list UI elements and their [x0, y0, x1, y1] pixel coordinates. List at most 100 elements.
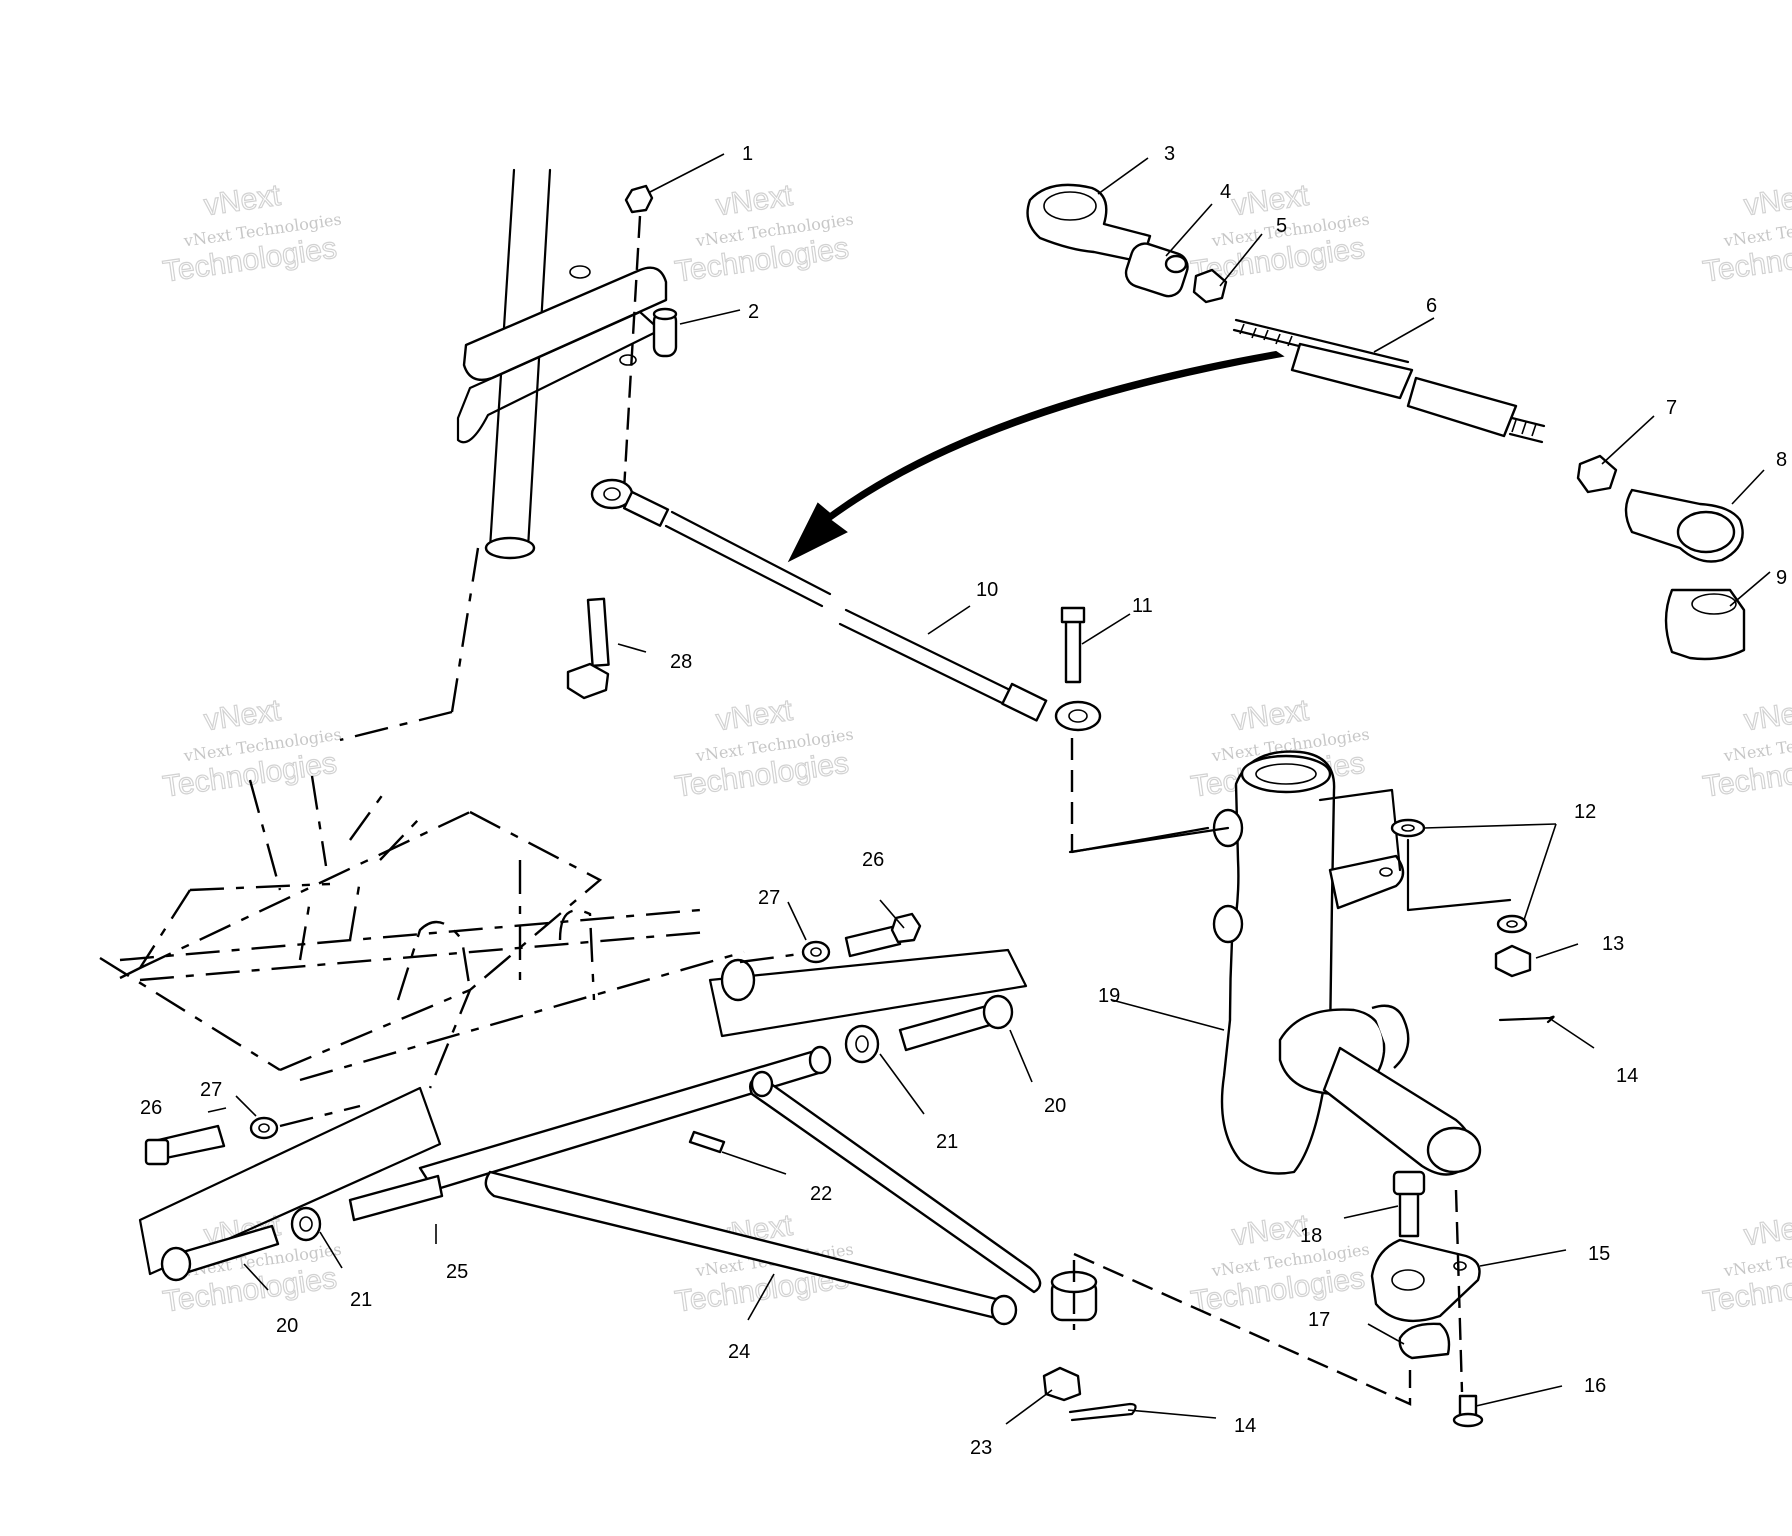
watermark-tile: vNext vNext Technologies Technologies: [160, 693, 342, 804]
part-9-bushing: [1664, 588, 1746, 661]
svg-text:vNext: vNext: [202, 694, 283, 737]
watermark-tile: vNext vNext Technologies Technologies: [672, 178, 854, 289]
svg-text:vNext: vNext: [1230, 179, 1311, 222]
callout-21-left: 21: [350, 1289, 372, 1311]
svg-text:vNext: vNext: [1742, 1209, 1792, 1252]
direction-arrow: [787, 350, 1285, 563]
part-26-bolt-head: [144, 1138, 170, 1166]
part-20-pin-head-right: [982, 994, 1014, 1030]
callout-11: 11: [1132, 595, 1153, 617]
part-21-bushing-left: [290, 1206, 322, 1242]
steering-arm-plate: [462, 266, 668, 382]
callout-10: 10: [976, 579, 998, 601]
part-1-nut: [624, 184, 654, 214]
centerline-1: [622, 215, 642, 491]
callout-15: 15: [1588, 1243, 1610, 1265]
part-14-cotter-pin: [1068, 1402, 1137, 1422]
tie-rod-jam-nut: [622, 490, 670, 527]
callout-22: 22: [810, 1183, 832, 1205]
centerline-post: [450, 547, 480, 713]
callout-20-left: 20: [276, 1315, 298, 1337]
callout-9: 9: [1776, 567, 1787, 589]
callout-28: 28: [670, 651, 692, 673]
callout-20-right: 20: [1044, 1095, 1066, 1117]
callout-21-right: 21: [936, 1131, 958, 1153]
callout-27-right: 27: [758, 887, 780, 909]
part-5-nut: [1192, 268, 1228, 304]
a-arm-assembly: [348, 1045, 1412, 1422]
part-13-nut: [1494, 944, 1532, 978]
frame-outline-left: [99, 810, 471, 1072]
callout-8: 8: [1776, 449, 1787, 471]
callout-6: 6: [1426, 295, 1437, 317]
callout-25: 25: [446, 1261, 468, 1283]
centerline-26-right: [739, 952, 801, 964]
part-12-washer-top: [1390, 818, 1426, 838]
steering-arm-hole: [619, 354, 637, 366]
callout-27-left: 27: [200, 1079, 222, 1101]
part-21-bushing-right: [844, 1024, 880, 1064]
part-17-ball-joint: [1398, 1322, 1451, 1360]
tie-rod-detail: [1026, 183, 1746, 661]
svg-text:vNext: vNext: [1230, 1209, 1311, 1252]
frame-rail-upper: [119, 908, 709, 982]
steering-post-assembly: [339, 168, 678, 742]
svg-text:vNext: vNext: [1230, 694, 1311, 737]
part-6-thread-right: [1508, 416, 1546, 444]
steering-post-right-edge: [526, 168, 552, 550]
tie-rod-shaft-bottom-b: [838, 622, 1006, 706]
watermark-tile: vNext vNext Technologies Technologies: [1700, 178, 1792, 289]
frame-phantom: [99, 775, 1028, 1276]
callout-23: 23: [970, 1437, 992, 1459]
callout-24: 24: [728, 1341, 750, 1363]
watermark-tile: vNext vNext Technologies Technologies: [160, 178, 342, 289]
pivot-hardware-right: [739, 912, 1014, 1064]
leader-knuckle-pin: [1068, 826, 1230, 854]
part-6-threads-right: [1511, 419, 1537, 437]
callout-14-upper: 14: [1616, 1065, 1638, 1087]
pivot-hardware-left: [144, 1104, 361, 1282]
callout-1: 1: [742, 143, 753, 165]
tie-rod-assembly: [566, 478, 1210, 854]
part-15-bracket: [1370, 1238, 1481, 1323]
a-arm-front-tube: [418, 1048, 828, 1192]
part-19-knuckle-top: [1240, 754, 1332, 794]
part-23-nut: [1042, 1366, 1082, 1402]
tie-rod-nut-outer: [1001, 682, 1048, 722]
part-16-screw-head: [1452, 1412, 1484, 1428]
callout-19: 19: [1098, 985, 1120, 1007]
part-6-threads: [1239, 323, 1293, 347]
part-11-bolt-head: [1060, 606, 1086, 624]
svg-text:vNext: vNext: [202, 179, 283, 222]
knuckle-ear: [1371, 1004, 1410, 1069]
part-11-bolt: [1064, 616, 1082, 684]
svg-text:vNext: vNext: [714, 694, 795, 737]
bracket-right: [708, 948, 1028, 1038]
svg-text:vNext: vNext: [714, 179, 795, 222]
leader-lines: [207, 153, 1771, 1425]
part-14-cotter-pin-upper: [1498, 1015, 1555, 1024]
spindle-assembly: [1068, 750, 1482, 1176]
centerline-16: [1454, 1189, 1464, 1393]
part-28-bolt: [586, 597, 610, 668]
part-12-washer-bottom: [1496, 914, 1528, 934]
callout-17: 17: [1308, 1309, 1330, 1331]
part-22-grease-fitting: [688, 1130, 726, 1154]
tie-rod-shaft-bottom: [664, 524, 824, 608]
part-27-washer-left: [249, 1116, 279, 1140]
watermark-tile: vNext vNext Technologies Technologies: [672, 693, 854, 804]
part-27-washer-right: [801, 940, 831, 964]
part-6-rod-left: [1290, 342, 1414, 400]
bracket-bushing-right: [720, 958, 756, 1002]
svg-text:vNext: vNext: [1742, 179, 1792, 222]
callout-14-lower: 14: [1234, 1415, 1256, 1437]
callout-5: 5: [1276, 215, 1287, 237]
callout-26-left: 26: [140, 1097, 162, 1119]
watermark-tile: vNext vNext Technologies Technologies: [1188, 1208, 1370, 1319]
part-2-pin-top: [652, 307, 678, 321]
callout-7: 7: [1666, 397, 1677, 419]
part-26-bolt-right: [844, 924, 902, 958]
steering-arm-lower: [456, 310, 662, 444]
